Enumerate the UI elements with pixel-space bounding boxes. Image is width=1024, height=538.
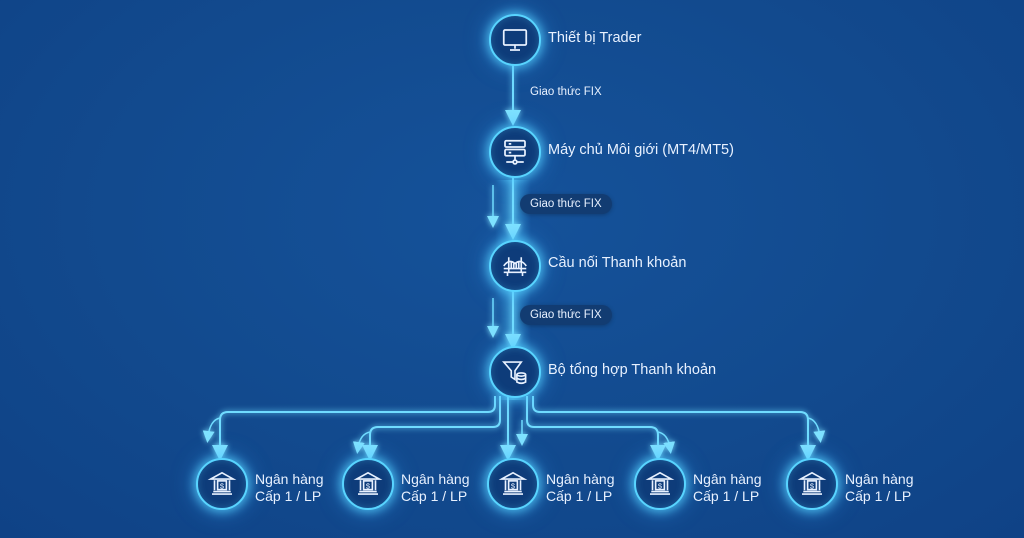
svg-text:$: $	[366, 481, 371, 490]
funnel-database-icon	[501, 361, 527, 385]
node-aggregator	[489, 346, 541, 398]
bank-dollar-icon: $	[207, 471, 237, 495]
node-trader	[489, 14, 541, 66]
svg-text:$: $	[810, 481, 815, 490]
monitor-icon	[502, 29, 528, 51]
node-bank-4: $	[634, 458, 686, 510]
bank-dollar-icon: $	[645, 471, 675, 495]
bridge-icon	[503, 257, 527, 276]
bank-dollar-icon: $	[797, 471, 827, 495]
bank-dollar-icon: $	[353, 471, 383, 495]
node-bank-5: $	[786, 458, 838, 510]
node-label-bridge: Cầu nối Thanh khoản	[548, 255, 687, 271]
connector-pill: Giao thức FIX	[520, 194, 612, 214]
svg-text:$: $	[658, 481, 663, 490]
bank-dollar-icon: $	[498, 471, 528, 495]
node-broker	[489, 126, 541, 178]
node-bridge	[489, 240, 541, 292]
node-label-trader: Thiết bị Trader	[548, 30, 642, 46]
svg-text:$: $	[220, 481, 225, 490]
node-bank-1: $	[196, 458, 248, 510]
server-icon	[504, 139, 526, 165]
connector-label: Giao thức FIX	[530, 86, 602, 98]
node-label-aggregator: Bộ tổng hợp Thanh khoản	[548, 362, 717, 378]
node-bank-2: $	[342, 458, 394, 510]
node-label-broker: Máy chủ Môi giới (MT4/MT5)	[548, 142, 734, 158]
svg-text:$: $	[511, 481, 516, 490]
connector-pill: Giao thức FIX	[520, 305, 612, 325]
node-bank-3: $	[487, 458, 539, 510]
